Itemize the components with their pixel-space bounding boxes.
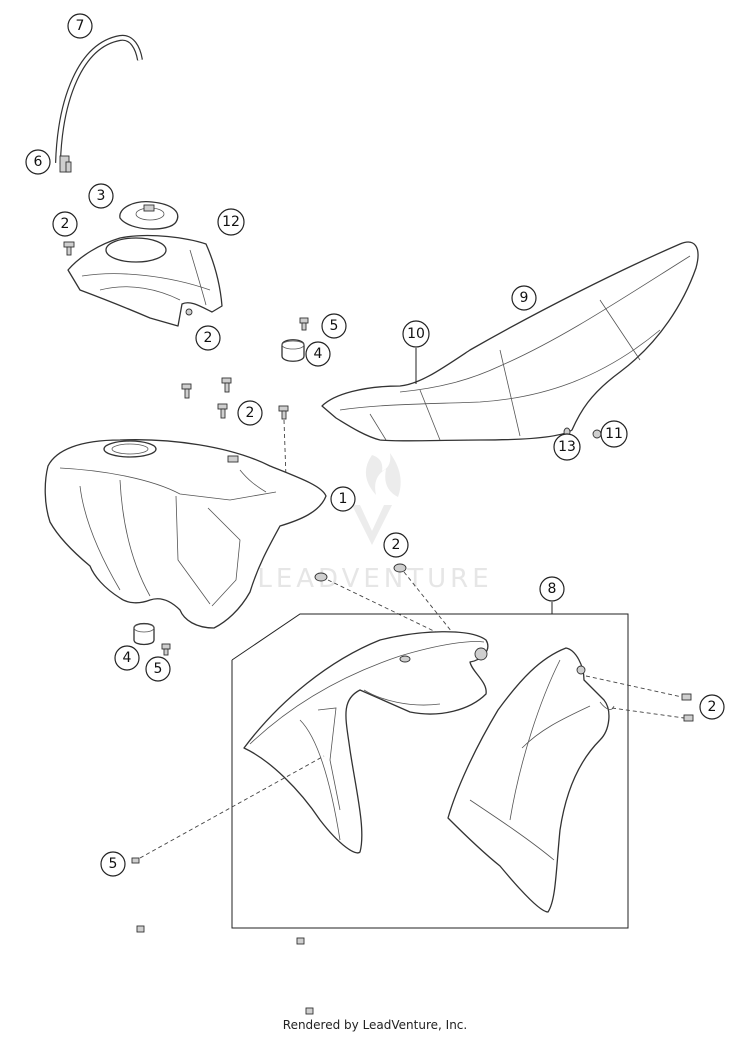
callout-6[interactable]: 6 (25, 149, 51, 175)
callout-5-lower[interactable]: 5 (145, 656, 171, 682)
part-screws-right (585, 675, 694, 722)
callout-5-bottom[interactable]: 5 (100, 851, 126, 877)
part-seat (321, 241, 699, 442)
part-bushing-upper (281, 339, 305, 362)
part-tank-cover (67, 234, 223, 327)
callout-3[interactable]: 3 (88, 183, 114, 209)
callout-4-lower[interactable]: 4 (114, 645, 140, 671)
callout-9[interactable]: 9 (511, 285, 537, 311)
svg-text:2: 2 (708, 699, 717, 715)
svg-text:4: 4 (314, 346, 323, 362)
part-8-frame (231, 602, 629, 929)
svg-text:7: 7 (76, 18, 85, 34)
svg-text:4: 4 (123, 650, 132, 666)
watermark: LEADVENTURE (257, 453, 492, 594)
callout-12[interactable]: 12 (217, 208, 245, 236)
part-hose (55, 34, 143, 164)
part-fuel-cap (119, 201, 179, 230)
part-screw-5-lower (131, 755, 325, 864)
svg-text:8: 8 (548, 581, 557, 597)
svg-text:6: 6 (34, 154, 43, 170)
svg-text:9: 9 (520, 290, 529, 306)
part-screw-upper (299, 317, 309, 331)
svg-text:12: 12 (222, 214, 240, 230)
part-screws-middle (181, 377, 289, 479)
callout-7[interactable]: 7 (67, 13, 93, 39)
part-loose-fasteners (136, 925, 314, 1015)
callout-1[interactable]: 1 (330, 486, 356, 512)
svg-text:3: 3 (97, 188, 106, 204)
svg-text:10: 10 (407, 326, 425, 342)
callout-2-cover-rear[interactable]: 2 (195, 325, 221, 351)
callout-2-tank[interactable]: 2 (237, 400, 263, 426)
footer-credit: Rendered by LeadVenture, Inc. (282, 1018, 468, 1032)
svg-text:1: 1 (339, 491, 348, 507)
svg-text:5: 5 (109, 856, 118, 872)
svg-text:5: 5 (154, 661, 163, 677)
watermark-text: LEADVENTURE (257, 564, 492, 594)
part-shroud-left (243, 631, 489, 854)
callout-11[interactable]: 11 (600, 420, 628, 448)
svg-text:11: 11 (605, 426, 623, 442)
svg-text:2: 2 (61, 216, 70, 232)
part-screw-lower-left (161, 643, 171, 656)
part-screw-top (63, 241, 75, 256)
part-shroud-right (447, 647, 615, 913)
part-nut (592, 429, 602, 439)
callout-13[interactable]: 13 (553, 433, 581, 461)
callout-4-upper[interactable]: 4 (305, 341, 331, 367)
svg-text:13: 13 (558, 439, 576, 455)
callout-8[interactable]: 8 (539, 576, 565, 602)
svg-text:2: 2 (246, 405, 255, 421)
callout-10[interactable]: 10 (402, 320, 430, 348)
callout-2-cover[interactable]: 2 (52, 211, 78, 237)
part-panel-fasteners (314, 563, 453, 635)
part-bushing-lower (133, 622, 155, 646)
part-clamp (59, 155, 72, 173)
callout-2-right[interactable]: 2 (699, 694, 725, 720)
callout-2-shroud[interactable]: 2 (383, 532, 409, 558)
part-fuel-tank (44, 439, 327, 629)
svg-text:5: 5 (330, 318, 339, 334)
svg-text:2: 2 (392, 537, 401, 553)
svg-text:2: 2 (204, 330, 213, 346)
callout-5-upper[interactable]: 5 (321, 313, 347, 339)
